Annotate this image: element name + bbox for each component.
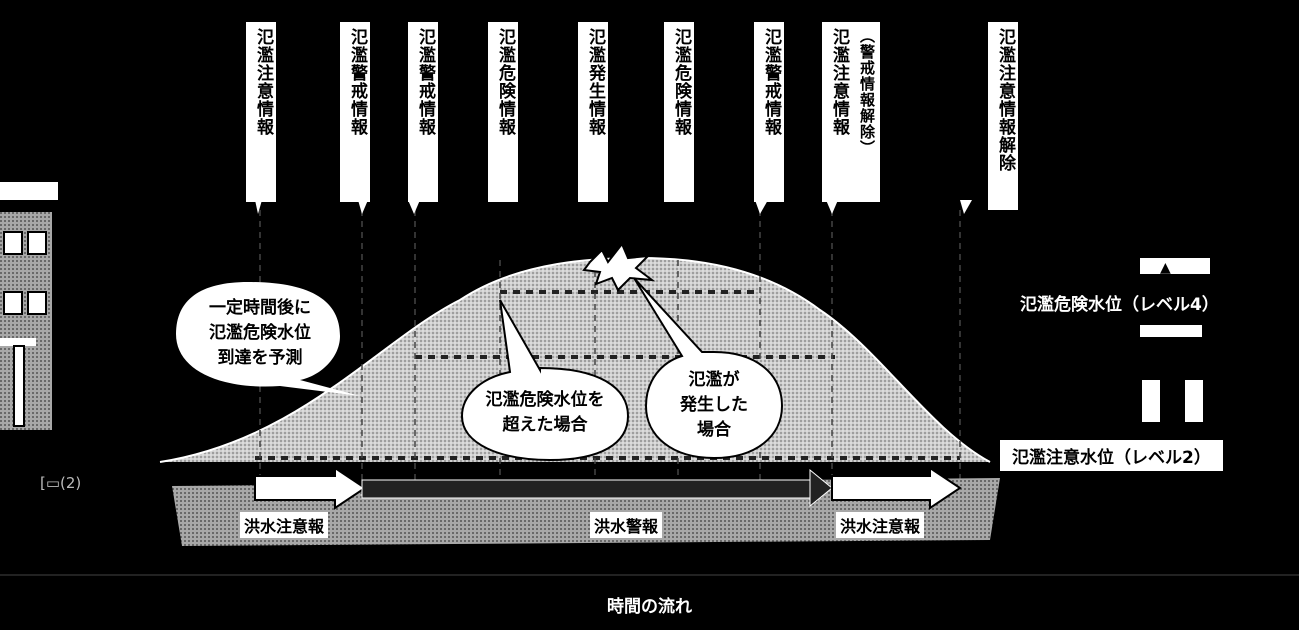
card-flood-alert-info-3: 氾濫警戒情報	[754, 22, 784, 202]
building-icon: [▭(2)	[0, 182, 81, 492]
time-axis-label: 時間の流れ	[607, 597, 692, 617]
burst-icon	[582, 242, 656, 292]
danger-level-label: 氾濫危険水位（レベル4）	[1020, 295, 1219, 315]
card-flood-alert-info-2: 氾濫警戒情報	[408, 22, 438, 202]
bubble-forecast-shape	[176, 282, 360, 396]
card-flood-caution-info-2: 氾濫注意情報	[822, 22, 852, 202]
bubble-forecast-line-3: 到達を予測	[217, 348, 303, 368]
bubble-exceeded-line-1: 氾濫危険水位を	[485, 390, 605, 410]
card-flood-caution-info: 氾濫注意情報	[246, 22, 276, 202]
caution-level-label: 氾濫注意水位（レベル2）	[1000, 440, 1223, 471]
warning-arrows	[254, 466, 962, 510]
svg-text:▲: ▲	[1160, 260, 1171, 276]
card-alert-cancel-note: （警戒情報解除）	[850, 22, 880, 202]
card-flood-occurrence-info: 氾濫発生情報	[578, 22, 608, 202]
bubble-flooded-shape	[633, 277, 784, 460]
bubble-flooded-line-3: 場合	[697, 420, 731, 440]
svg-text:[▭(2): [▭(2)	[40, 474, 81, 492]
bubble-flooded-line-1: 氾濫が	[688, 370, 740, 390]
bubble-exceeded-line-2: 超えた場合	[502, 415, 588, 435]
bubble-forecast-line-2: 氾濫危険水位	[209, 323, 311, 343]
bubble-forecast-line-1: 一定時間後に	[209, 298, 311, 318]
bubble-exceeded: 氾濫危険水位を 超えた場合	[462, 388, 628, 438]
card-flood-alert-info-1: 氾濫警戒情報	[340, 22, 370, 202]
bubble-flooded: 氾濫が 発生した 場合	[646, 368, 782, 443]
bubble-exceeded-shape	[460, 299, 630, 462]
flood-caution-label-left: 洪水注意報	[240, 512, 329, 538]
card-flood-caution-cancel: 氾濫注意情報解除	[988, 22, 1018, 210]
card-flood-danger-info-2: 氾濫危険情報	[664, 22, 694, 202]
flood-caution-label-right: 洪水注意報	[836, 512, 925, 538]
bubble-flooded-line-2: 発生した	[680, 395, 748, 415]
bubble-forecast: 一定時間後に 氾濫危険水位 到達を予測	[180, 296, 340, 371]
flood-warning-label: 洪水警報	[590, 512, 663, 538]
card-flood-danger-info-1: 氾濫危険情報	[488, 22, 518, 202]
